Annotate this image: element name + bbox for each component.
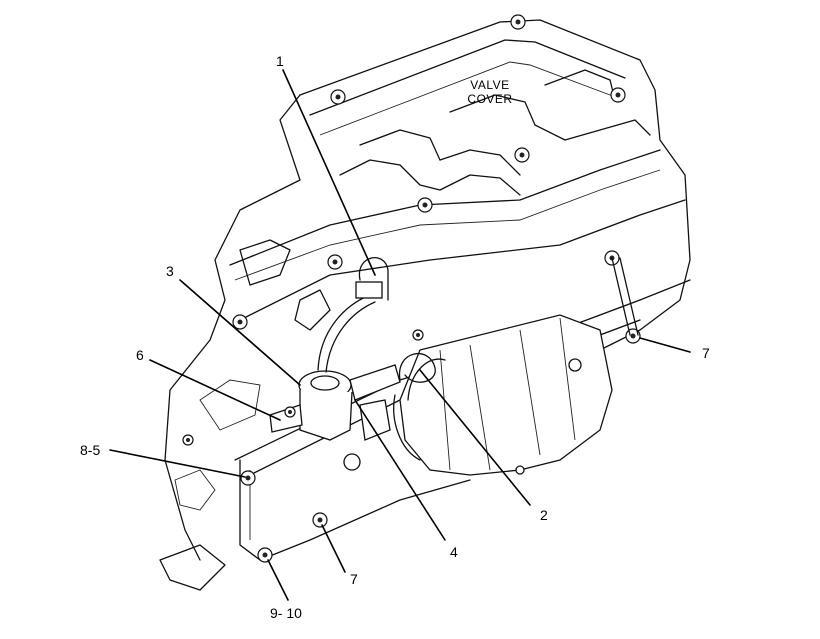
- callout-9-10: 9- 10: [270, 605, 302, 621]
- callout-2: 2: [540, 507, 548, 523]
- valve-cover-body: [164, 19, 691, 561]
- callout-1: 1: [276, 53, 284, 69]
- callout-7-right: 7: [702, 345, 710, 361]
- leader-lines: [109, 69, 691, 601]
- cover-label-line2: COVER: [467, 92, 512, 106]
- callout-7-bottom: 7: [350, 571, 358, 587]
- callout-4: 4: [450, 544, 458, 560]
- sensor-assembly: [269, 257, 436, 471]
- callout-8-5: 8-5: [80, 442, 100, 458]
- bolts: [182, 14, 641, 563]
- callout-3: 3: [166, 263, 174, 279]
- callout-6: 6: [136, 347, 144, 363]
- valve-label-line1: VALVE: [470, 78, 509, 92]
- starter-motor: [393, 314, 613, 476]
